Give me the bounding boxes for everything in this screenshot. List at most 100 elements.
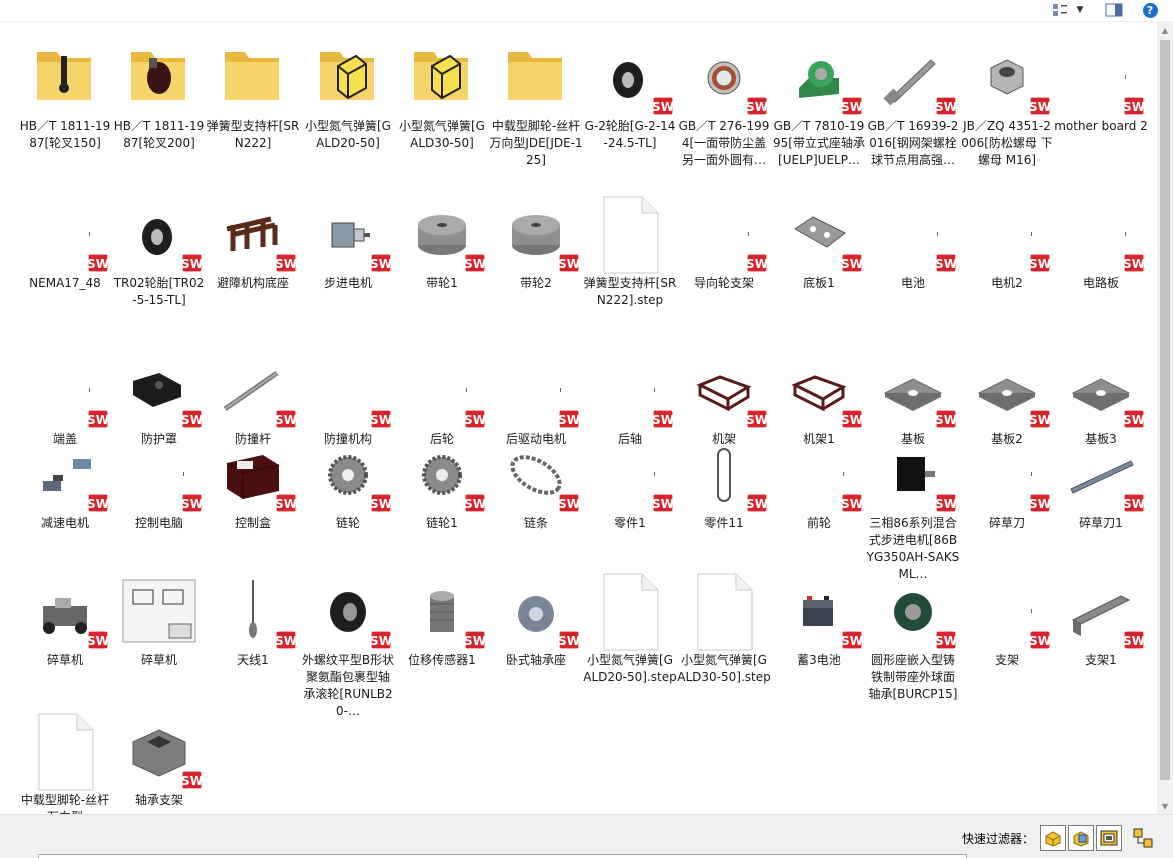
file-item[interactable]: 小型氮气弹簧[GALD30-50] [395, 38, 489, 152]
filename-input[interactable] [38, 854, 967, 858]
solidworks-icon: SW [935, 96, 957, 116]
svg-text:SW: SW [841, 100, 863, 114]
file-item[interactable]: 碎草机 [112, 572, 206, 669]
file-item[interactable]: 中载型脚轮-丝杆万向型JDE[JDE-125] [489, 38, 583, 169]
file-label: 天线1 [237, 653, 269, 667]
file-item[interactable]: 弹簧型支持杆[SRN222] [206, 38, 300, 152]
view-tiles-icon[interactable] [1049, 0, 1071, 20]
solidworks-icon: SW [370, 493, 392, 513]
file-item[interactable]: 弹簧型支持杆[SRN222].step [583, 195, 677, 309]
file-label: 中载型脚轮-丝杆万向型 [20, 793, 110, 814]
chevron-down-icon[interactable]: ▼ [1076, 5, 1084, 15]
part-thumbnail: SW [779, 435, 863, 515]
help-button[interactable]: ? [1140, 0, 1160, 20]
scrollbar-thumb[interactable] [1160, 40, 1170, 780]
solidworks-icon: SW [87, 630, 109, 650]
file-label: 防撞杆 [234, 432, 271, 446]
svg-text:SW: SW [1123, 257, 1145, 271]
part-thumbnail: SW [967, 435, 1051, 515]
file-item[interactable]: 小型氮气弹簧[GALD20-50] [301, 38, 395, 152]
file-label: 基板2 [991, 432, 1023, 446]
scroll-up-icon[interactable]: ▲ [1161, 25, 1169, 35]
svg-text:SW: SW [1123, 497, 1145, 511]
file-item[interactable]: 小型氮气弹簧[GALD20-50].step [583, 572, 677, 686]
file-item[interactable]: HB／T 1811-1987[轮叉200] [112, 38, 206, 152]
preview-pane-icon[interactable] [1103, 0, 1125, 20]
solidworks-icon: SW [841, 409, 863, 429]
file-label: 后轴 [617, 432, 642, 446]
part-thumbnail: SW [967, 351, 1051, 431]
filter-drawings-icon[interactable] [1096, 825, 1122, 851]
svg-text:SW: SW [652, 497, 674, 511]
filter-top-assemblies-icon[interactable] [1130, 825, 1156, 851]
file-view[interactable]: HB／T 1811-1987[轮叉150]HB／T 1811-1987[轮叉20… [0, 24, 1157, 814]
file-label: 电池 [900, 276, 925, 290]
vertical-scrollbar[interactable]: ▲ ▼ [1157, 22, 1173, 814]
file-label: 零件1 [614, 516, 646, 530]
file-item[interactable]: 中载型脚轮-丝杆万向型 [18, 712, 112, 814]
filter-parts-icon[interactable] [1040, 825, 1066, 851]
file-item[interactable]: HB／T 1811-1987[轮叉150] [18, 38, 112, 152]
filter-assemblies-icon[interactable] [1068, 825, 1094, 851]
svg-text:SW: SW [1123, 413, 1145, 427]
file-label: 小型氮气弹簧[GALD30-50].step [677, 653, 771, 684]
part-thumbnail: SW [213, 435, 297, 515]
solidworks-icon: SW [464, 253, 486, 273]
file-item[interactable]: 小型氮气弹簧[GALD30-50].step [677, 572, 771, 686]
file-item[interactable]: SW 零件1 [583, 435, 677, 532]
file-label: 中载型脚轮-丝杆万向型JDE[JDE-125] [489, 119, 583, 167]
solidworks-icon: SW [1029, 493, 1051, 513]
scroll-down-icon[interactable]: ▼ [1161, 801, 1169, 811]
